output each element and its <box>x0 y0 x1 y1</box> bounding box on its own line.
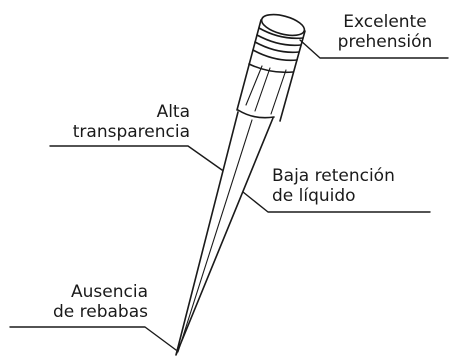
leader-retention <box>242 191 431 213</box>
leader-burr <box>9 326 177 351</box>
tip-highlight-line <box>177 119 253 353</box>
label-high-transparency: Alta transparencia <box>72 102 190 142</box>
collar-ridge-3 <box>270 69 287 115</box>
collar-top-rim <box>260 13 306 37</box>
grip-ring-1 <box>258 27 304 40</box>
grip-ring-3 <box>254 41 300 54</box>
label-low-retention: Baja retención de líquido <box>272 166 395 206</box>
label-no-burrs: Ausencia de rebabas <box>52 282 148 322</box>
collar-band-lower <box>248 63 294 74</box>
tip-shoulder-curve <box>237 109 275 119</box>
tip-collar <box>236 13 306 122</box>
grip-ring-2 <box>256 34 302 47</box>
tip-outline <box>175 111 274 356</box>
grip-ring-4 <box>252 49 298 62</box>
leader-lines <box>9 39 449 351</box>
collar-ridge-1 <box>245 65 263 106</box>
tip-body <box>175 109 275 356</box>
leader-transparency <box>49 145 223 171</box>
leader-grip <box>299 39 449 59</box>
label-excellent-grip: Excelente prehensión <box>337 12 433 52</box>
collar-right-edge <box>279 30 306 122</box>
collar-ridge-2 <box>254 67 271 112</box>
